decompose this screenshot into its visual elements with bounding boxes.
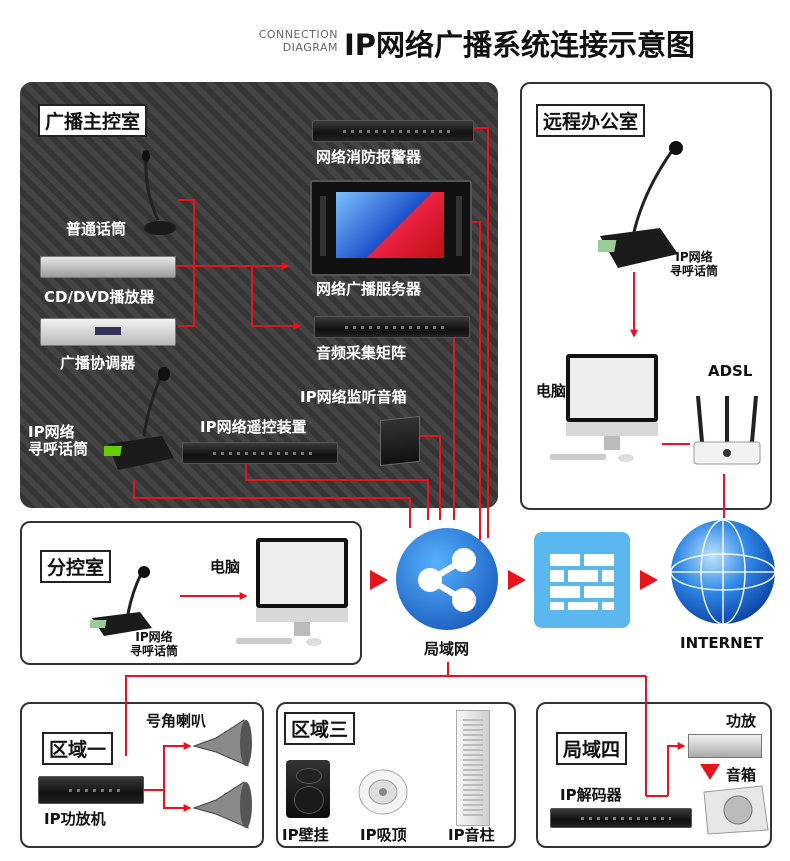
label-internet: INTERNET (680, 634, 764, 652)
arrow-firewall-to-internet (640, 570, 658, 590)
sub-ip-mic-icon (90, 566, 152, 636)
line-alarm-to-lan (472, 127, 489, 538)
horn-speaker-icon (192, 719, 252, 767)
coordinator-icon (40, 318, 176, 346)
label-horn: 号角喇叭 (146, 712, 207, 730)
wall-speaker-icon (286, 760, 330, 818)
column-speaker-icon (456, 710, 490, 826)
label-ip-mic-line2: 寻呼话筒 (28, 440, 89, 458)
main-control-room-tag: 广播主控室 (38, 104, 148, 137)
label-zone4-speaker: 音箱 (726, 766, 757, 784)
header-en-line1: CONNECTION (258, 28, 338, 41)
label-lan: 局域网 (424, 640, 470, 658)
line-server-to-lan (470, 221, 481, 540)
sub-computer-icon (236, 538, 348, 646)
zone4-amplifier-icon (688, 734, 762, 758)
remote-ip-mic-icon (598, 141, 683, 268)
sub-control-room-tag: 分控室 (40, 550, 112, 583)
label-ip-mic-line1: IP网络 (28, 423, 75, 441)
remote-control-rack-icon (182, 442, 338, 464)
lan-share-icon (396, 528, 498, 630)
label-decoder: IP解码器 (560, 786, 622, 804)
label-matrix: 音频采集矩阵 (316, 344, 407, 362)
horn-speaker-icon-2 (192, 781, 252, 829)
label-remote-ip-mic: IP网络 寻呼话筒 (670, 250, 718, 278)
ip-paging-mic-icon (104, 367, 174, 470)
zone4-speaker-icon (703, 785, 769, 835)
ip-amplifier-icon (38, 776, 144, 804)
monitor-speaker-icon (380, 415, 420, 467)
label-remote-ip-mic-line2: 寻呼话筒 (670, 264, 719, 278)
label-remote-control: IP网络遥控装置 (200, 418, 307, 436)
label-sub-ip-mic: IP网络 寻呼话筒 (130, 630, 178, 658)
server-icon (310, 180, 472, 276)
label-adsl: ADSL (708, 362, 753, 380)
remote-office-tag: 远程办公室 (536, 104, 646, 137)
dvd-player-icon (40, 256, 176, 278)
line-ipmic-to-lan (133, 480, 411, 528)
zone1-tag: 区域一 (42, 732, 114, 765)
page-title: IP网络广播系统连接示意图 (344, 28, 696, 62)
line-speaker-to-lan (418, 435, 441, 520)
arrow-subroom-to-lan (370, 570, 388, 590)
label-dvd: CD/DVD播放器 (44, 288, 155, 306)
remote-computer-icon (550, 354, 658, 462)
line-zone4-to-amp (667, 742, 686, 796)
label-zone4-amp: 功放 (726, 712, 757, 730)
line-amp-to-horns (142, 742, 192, 791)
arrow-amp-to-speaker (700, 764, 720, 780)
label-sub-computer: 电脑 (210, 558, 241, 576)
label-sub-ip-mic-line2: 寻呼话筒 (130, 644, 179, 658)
header-en-label: CONNECTION DIAGRAM (246, 28, 338, 54)
label-sub-ip-mic-line1: IP网络 (135, 630, 173, 644)
adsl-router-icon (693, 395, 761, 465)
label-wall-speaker: IP壁挂 (282, 826, 329, 844)
line-mic-to-bus (178, 199, 195, 327)
remote-office-panel (520, 82, 772, 510)
line-remote-to-lan (245, 462, 429, 520)
arrow-lan-to-firewall (508, 570, 526, 590)
zone4-tag: 局域四 (556, 732, 628, 765)
ip-decoder-icon (550, 808, 692, 828)
label-column-speaker: IP音柱 (448, 826, 495, 844)
label-server: 网络广播服务器 (316, 280, 422, 298)
label-remote-computer: 电脑 (536, 382, 567, 400)
ceiling-speaker-icon (358, 769, 408, 815)
zone1-panel (20, 702, 264, 848)
firewall-icon (534, 532, 630, 628)
label-ceiling-speaker: IP吸顶 (360, 826, 407, 844)
internet-globe-icon (670, 519, 776, 625)
header-en-line2: DIAGRAM (282, 41, 338, 54)
label-coordinator: 广播协调器 (60, 354, 136, 372)
gooseneck-mic-icon (142, 150, 176, 235)
label-ip-mic: IP网络 寻呼话筒 (28, 424, 88, 458)
label-zone1-amp: IP功放机 (44, 810, 106, 828)
line-bus-to-matrix (251, 266, 302, 330)
label-monitor-speaker: IP网络监听音箱 (300, 388, 407, 406)
fire-alarm-rack-icon (312, 120, 474, 142)
audio-matrix-rack-icon (314, 316, 470, 338)
label-mic: 普通话筒 (66, 220, 127, 238)
label-fire-alarm: 网络消防报警器 (316, 148, 422, 166)
label-remote-ip-mic-line1: IP网络 (675, 250, 713, 264)
line-lan-to-zones (125, 662, 449, 756)
zone3-tag: 区域三 (284, 712, 356, 745)
